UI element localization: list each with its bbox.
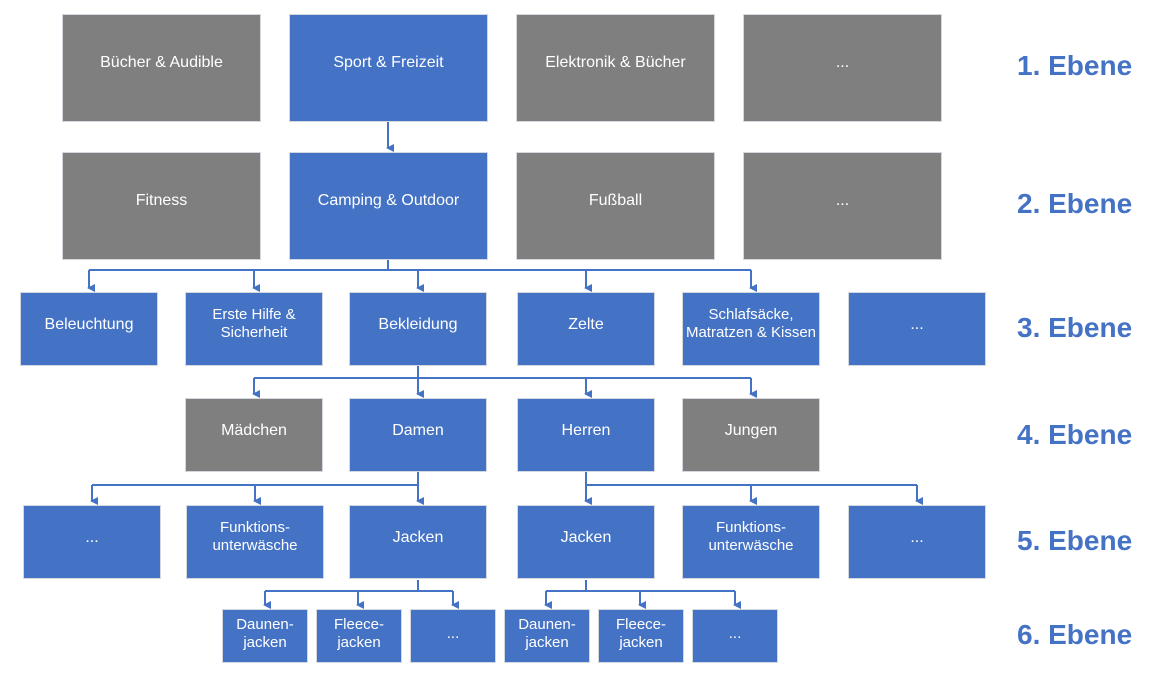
level-label-2: 2. Ebene [1017, 188, 1133, 219]
node-label: ... [85, 528, 99, 546]
node-beleuchtung: Beleuchtung [20, 292, 158, 366]
node-label: Sport & Freizeit [333, 53, 444, 71]
node-label: Fußball [588, 191, 643, 209]
node-label: Erste Hilfe & Sicherheit [212, 306, 296, 341]
node-herren-jacken: Jacken [517, 505, 655, 579]
node-label: Damen [392, 421, 444, 439]
node-label: ... [910, 315, 924, 333]
node-level2-more: ... [743, 152, 942, 260]
node-label: Jacken [560, 528, 612, 546]
node-damen-fleecejacken: Fleece- jacken [316, 609, 402, 663]
node-buecher-audible: Bücher & Audible [62, 14, 261, 122]
node-label: Elektronik & Bücher [545, 53, 686, 71]
node-label: Zelte [568, 315, 604, 333]
node-label: Schlafsäcke, Matratzen & Kissen [685, 306, 817, 341]
node-damen-jacken: Jacken [349, 505, 487, 579]
node-herren-jacken-more: ... [692, 609, 778, 663]
level-label-1: 1. Ebene [1017, 50, 1133, 81]
node-schlafsaecke: Schlafsäcke, Matratzen & Kissen [682, 292, 820, 366]
node-label: ... [835, 53, 850, 71]
node-label: ... [910, 528, 924, 546]
node-label: Jungen [724, 421, 778, 439]
node-fussball: Fußball [516, 152, 715, 260]
node-herren-fleecejacken: Fleece- jacken [598, 609, 684, 663]
node-label: Fitness [135, 191, 188, 209]
node-damen-jacken-more: ... [410, 609, 496, 663]
node-label: ... [728, 625, 742, 642]
node-damen-more: ... [23, 505, 161, 579]
node-label: Camping & Outdoor [317, 191, 460, 209]
node-label: Herren [561, 421, 611, 439]
node-sport-freizeit: Sport & Freizeit [289, 14, 488, 122]
node-herren-more: ... [848, 505, 986, 579]
node-herren-funktionsunterwaesche: Funktions- unterwäsche [682, 505, 820, 579]
node-level3-more: ... [848, 292, 986, 366]
node-maedchen: Mädchen [185, 398, 323, 472]
node-label: Daunen- jacken [236, 616, 294, 651]
node-damen-funktionsunterwaesche: Funktions- unterwäsche [186, 505, 324, 579]
node-label: Beleuchtung [44, 315, 134, 333]
level-label-5: 5. Ebene [1017, 525, 1133, 556]
node-zelte: Zelte [517, 292, 655, 366]
node-herren-daunenjacken: Daunen- jacken [504, 609, 590, 663]
node-elektronik-buecher: Elektronik & Bücher [516, 14, 715, 122]
node-camping-outdoor: Camping & Outdoor [289, 152, 488, 260]
node-label: Fleece- jacken [615, 616, 667, 651]
node-label: Bücher & Audible [100, 53, 223, 71]
level-label-6: 6. Ebene [1017, 619, 1133, 650]
node-label: Funktions- unterwäsche [708, 519, 794, 554]
node-label: Funktions- unterwäsche [212, 519, 298, 554]
node-label: Mädchen [221, 421, 287, 439]
level-label-4: 4. Ebene [1017, 419, 1133, 450]
node-label: Jacken [392, 528, 444, 546]
level-label-3: 3. Ebene [1017, 312, 1133, 343]
node-label: ... [835, 191, 850, 209]
node-damen-daunenjacken: Daunen- jacken [222, 609, 308, 663]
node-label: Fleece- jacken [333, 616, 385, 651]
node-erste-hilfe: Erste Hilfe & Sicherheit [185, 292, 323, 366]
node-damen: Damen [349, 398, 487, 472]
node-bekleidung: Bekleidung [349, 292, 487, 366]
node-level1-more: ... [743, 14, 942, 122]
node-jungen: Jungen [682, 398, 820, 472]
node-label: Daunen- jacken [518, 616, 576, 651]
node-label: ... [446, 625, 460, 642]
node-fitness: Fitness [62, 152, 261, 260]
node-label: Bekleidung [378, 315, 458, 333]
node-herren: Herren [517, 398, 655, 472]
